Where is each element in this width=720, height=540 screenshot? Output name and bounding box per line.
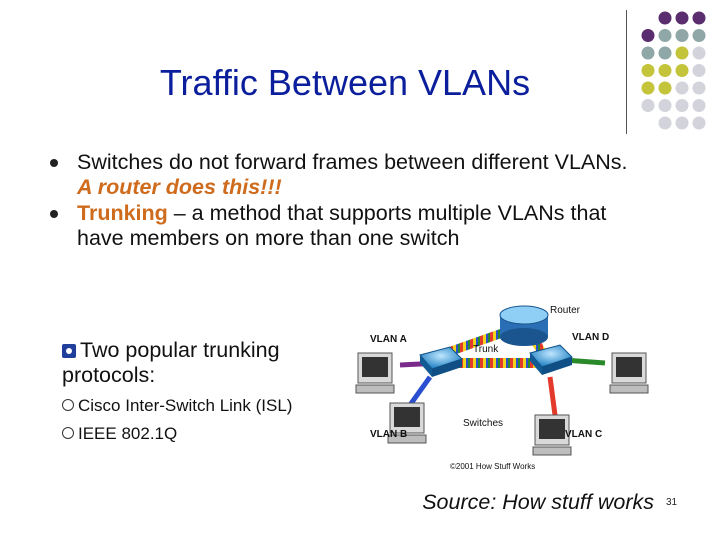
decorative-dot bbox=[692, 116, 706, 130]
vlan-c-label: VLAN C bbox=[565, 429, 602, 440]
decorative-dot bbox=[692, 29, 706, 42]
decorative-dot bbox=[658, 46, 672, 60]
bullet-1-text: Switches do not forward frames between d… bbox=[77, 150, 628, 174]
computer-vlan-b-icon bbox=[387, 402, 427, 444]
decorative-dot bbox=[675, 64, 689, 77]
circle-bullet-icon bbox=[62, 427, 74, 439]
computer-vlan-c-icon bbox=[532, 414, 572, 456]
circle-bullet-icon bbox=[62, 399, 74, 411]
decorative-dot bbox=[658, 64, 672, 77]
decorative-dot bbox=[658, 29, 672, 42]
decorative-dot bbox=[641, 46, 655, 60]
decorative-dot bbox=[658, 81, 672, 95]
switch-left-icon bbox=[419, 346, 463, 377]
decorative-dot bbox=[641, 99, 655, 112]
decorative-dot bbox=[675, 116, 689, 130]
diagram-credit: ©2001 How Stuff Works bbox=[450, 462, 535, 471]
decorative-dot bbox=[692, 81, 706, 95]
bullet-item-2: Trunking – a method that supports multip… bbox=[50, 201, 630, 251]
computer-vlan-d-icon bbox=[609, 352, 649, 394]
decorative-dot bbox=[692, 99, 706, 112]
source-caption: Source: How stuff works bbox=[422, 490, 654, 514]
vlan-b-link bbox=[407, 375, 433, 407]
page-title: Traffic Between VLANs bbox=[159, 62, 531, 103]
protocol-label: IEEE 802.1Q bbox=[78, 424, 178, 443]
bullet-2-text: – a method that supports multiple VLANs … bbox=[77, 201, 607, 250]
decorative-dot bbox=[641, 64, 655, 77]
vlan-a-label: VLAN A bbox=[370, 334, 407, 345]
switch-right-icon bbox=[529, 344, 573, 375]
router-label: Router bbox=[550, 305, 581, 316]
vlan-network-diagram: Router VLAN A VLAN B VLAN C VLAN D Trunk… bbox=[355, 305, 649, 471]
page-number: 31 bbox=[666, 497, 678, 508]
protocol-item-isl: Cisco Inter-Switch Link (ISL) bbox=[62, 396, 292, 416]
decorative-dot bbox=[675, 46, 689, 60]
decorative-dot bbox=[675, 81, 689, 95]
trunk-label: Trunk bbox=[473, 344, 499, 355]
decorative-dot bbox=[658, 99, 672, 112]
decorative-dot bbox=[658, 11, 672, 25]
sub-bullet-text: Two popular trunking protocols: bbox=[62, 338, 280, 387]
router-icon bbox=[499, 305, 549, 346]
sub-bullet: Two popular trunking protocols: bbox=[62, 338, 342, 388]
decorative-dot-grid bbox=[641, 11, 706, 130]
decorative-vertical-line bbox=[626, 10, 627, 134]
protocol-label: Cisco Inter-Switch Link (ISL) bbox=[78, 396, 293, 415]
bullet-1-emphasis: A router does this!!! bbox=[77, 175, 282, 199]
computer-vlan-a-icon bbox=[355, 352, 395, 394]
decorative-dot bbox=[692, 11, 706, 25]
decorative-dot bbox=[658, 116, 672, 130]
protocol-item-8021q: IEEE 802.1Q bbox=[62, 424, 177, 444]
switches-label: Switches bbox=[463, 418, 503, 429]
checkbox-bullet-icon bbox=[62, 344, 76, 358]
decorative-dot bbox=[641, 81, 655, 95]
decorative-dot bbox=[675, 99, 689, 112]
bullet-2-term: Trunking bbox=[77, 201, 168, 225]
vlan-c-link bbox=[547, 376, 558, 416]
decorative-dot bbox=[641, 29, 655, 42]
bullet-dot-icon bbox=[50, 159, 58, 167]
decorative-dot bbox=[675, 29, 689, 42]
bullet-dot-icon bbox=[50, 210, 58, 218]
bullet-item-1: Switches do not forward frames between d… bbox=[50, 150, 630, 200]
bullet-list: Switches do not forward frames between d… bbox=[50, 150, 630, 252]
vlan-d-label: VLAN D bbox=[572, 332, 609, 343]
decorative-dot bbox=[692, 46, 706, 60]
decorative-dot bbox=[675, 11, 689, 25]
vlan-b-label: VLAN B bbox=[370, 429, 407, 440]
decorative-dot bbox=[692, 64, 706, 77]
